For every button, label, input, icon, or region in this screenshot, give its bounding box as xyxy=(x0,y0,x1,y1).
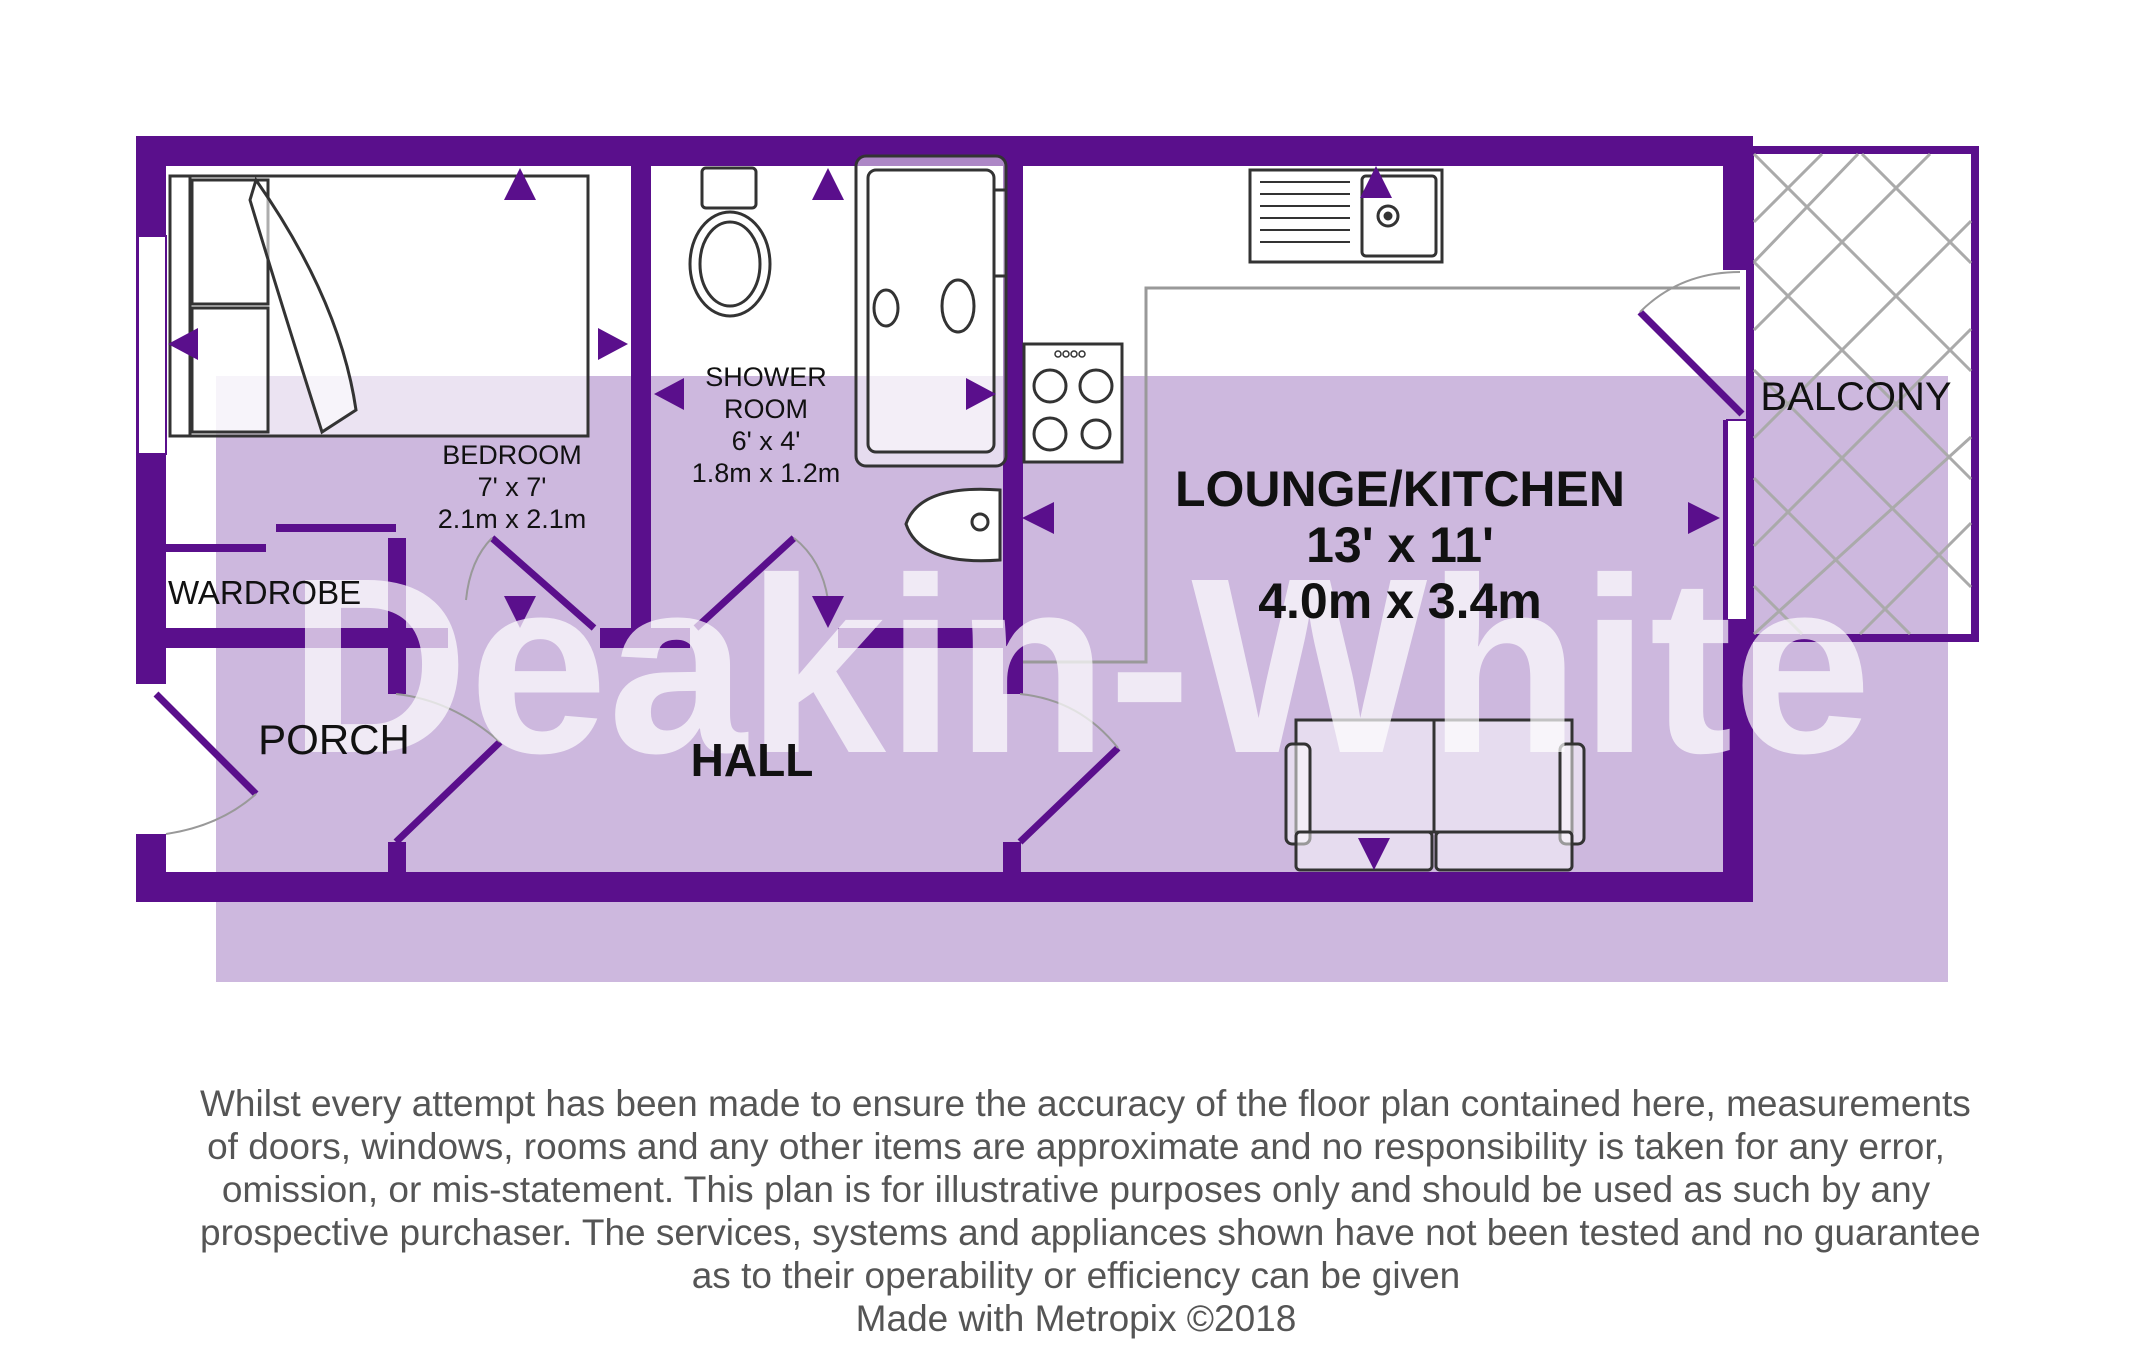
view-markers xyxy=(168,166,1720,870)
disclaimer: Whilst every attempt has been made to en… xyxy=(200,1082,1981,1340)
kitchen-sink xyxy=(1248,168,1444,264)
bedroom-metric: 2.1m x 2.1m xyxy=(438,504,587,534)
disclaimer-line: prospective purchaser. The services, sys… xyxy=(200,1212,1981,1253)
shower-tray xyxy=(854,154,1008,468)
walls xyxy=(136,136,1753,902)
shower-room-name-line1: SHOWER xyxy=(705,362,827,392)
disclaimer-line: omission, or mis-statement. This plan is… xyxy=(221,1169,1931,1210)
shower-room-metric: 1.8m x 1.2m xyxy=(692,458,841,488)
basin xyxy=(904,487,1002,563)
balcony-name: BALCONY xyxy=(1760,375,1951,419)
door-swings xyxy=(165,271,1741,835)
wardrobe-name: WARDROBE xyxy=(168,574,361,611)
hob xyxy=(1022,342,1124,464)
watermark: Deakin-White xyxy=(288,526,1872,805)
hall-name: HALL xyxy=(691,734,814,786)
lounge-kitchen-imperial: 13' x 11' xyxy=(1306,517,1494,573)
windows xyxy=(137,235,1748,621)
balcony xyxy=(1746,146,1979,642)
disclaimer-line: as to their operability or efficiency ca… xyxy=(691,1255,1461,1296)
bed xyxy=(168,174,590,438)
metropix-credit: Made with Metropix ©2018 xyxy=(855,1298,1297,1339)
disclaimer-line: of doors, windows, rooms and any other i… xyxy=(207,1126,1945,1167)
doors xyxy=(153,309,1745,845)
disclaimer-line: Whilst every attempt has been made to en… xyxy=(200,1083,1971,1124)
bedroom-name: BEDROOM xyxy=(442,440,582,470)
toilet xyxy=(688,166,772,318)
lounge-kitchen-metric: 4.0m x 3.4m xyxy=(1258,573,1542,629)
lounge-kitchen-name: LOUNGE/KITCHEN xyxy=(1175,461,1625,517)
porch-name: PORCH xyxy=(258,716,410,763)
shower-room-imperial: 6' x 4' xyxy=(732,426,801,456)
bedroom-imperial: 7' x 7' xyxy=(478,472,547,502)
sofa xyxy=(1284,718,1586,872)
room-labels: BEDROOM 7' x 7' 2.1m x 2.1m SHOWER ROOM … xyxy=(168,362,1952,786)
shower-room-name-line2: ROOM xyxy=(724,394,808,424)
kitchen-counter xyxy=(1018,286,1740,664)
